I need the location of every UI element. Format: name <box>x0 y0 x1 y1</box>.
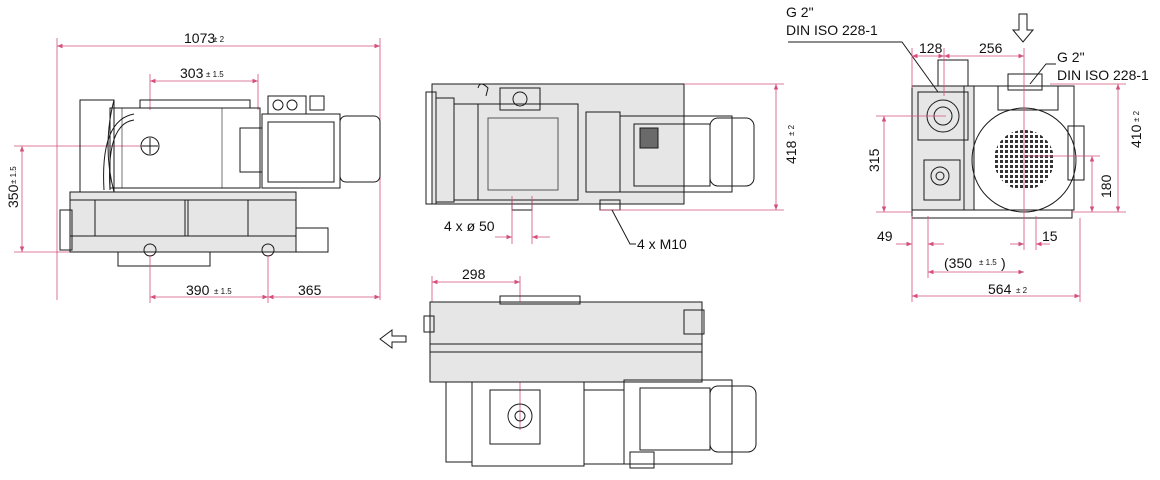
dim-350b-close: ) <box>1001 255 1006 271</box>
dim-350b-tol: ± 1.5 <box>979 258 997 267</box>
dim-128: 128 <box>919 40 943 56</box>
outlet-std-label: DIN ISO 228-1 <box>1057 67 1149 83</box>
dim-350-tol: ± 1.5 <box>9 166 18 184</box>
inlet-arrow-icon <box>1011 13 1035 43</box>
dim-418: 418 <box>783 140 799 164</box>
side-view: 1073 ± 2 303 ± 1.5 350 ± 1.5 <box>5 30 381 300</box>
dim-350b: (350 <box>944 255 972 271</box>
dim-390-tol: ± 1.5 <box>214 287 232 296</box>
outlet-thread-label: G 2" <box>1057 49 1085 65</box>
dim-256: 256 <box>979 40 1003 56</box>
dim-350: 350 <box>5 184 21 208</box>
bottom-view <box>423 295 757 469</box>
dim-564: 564 <box>988 281 1012 297</box>
dim-564-tol: ± 2 <box>1016 286 1028 295</box>
dim-418-tol: ± 2 <box>787 124 796 136</box>
dim-15: 15 <box>1042 228 1058 244</box>
dim-49: 49 <box>877 228 893 244</box>
dim-1073-tol: ± 2 <box>213 35 225 44</box>
dim-390: 390 <box>186 282 210 298</box>
dim-180: 180 <box>1098 174 1114 198</box>
dim-298: 298 <box>462 266 486 282</box>
dim-410-tol: ± 2 <box>1132 110 1141 122</box>
threads-label: 4 x M10 <box>637 236 687 252</box>
dim-410: 410 <box>1128 124 1144 148</box>
inlet-thread-label: G 2" <box>786 4 814 20</box>
exhaust-arrow-icon <box>379 329 407 349</box>
inlet-std-label: DIN ISO 228-1 <box>786 22 878 38</box>
dim-365: 365 <box>298 282 322 298</box>
dim-315: 315 <box>866 148 882 172</box>
dim-1073: 1073 <box>184 30 215 46</box>
dim-303: 303 <box>180 65 204 81</box>
dim-303-tol: ± 1.5 <box>206 70 224 79</box>
holes-label: 4 x ø 50 <box>444 218 495 234</box>
top-view <box>425 83 755 211</box>
